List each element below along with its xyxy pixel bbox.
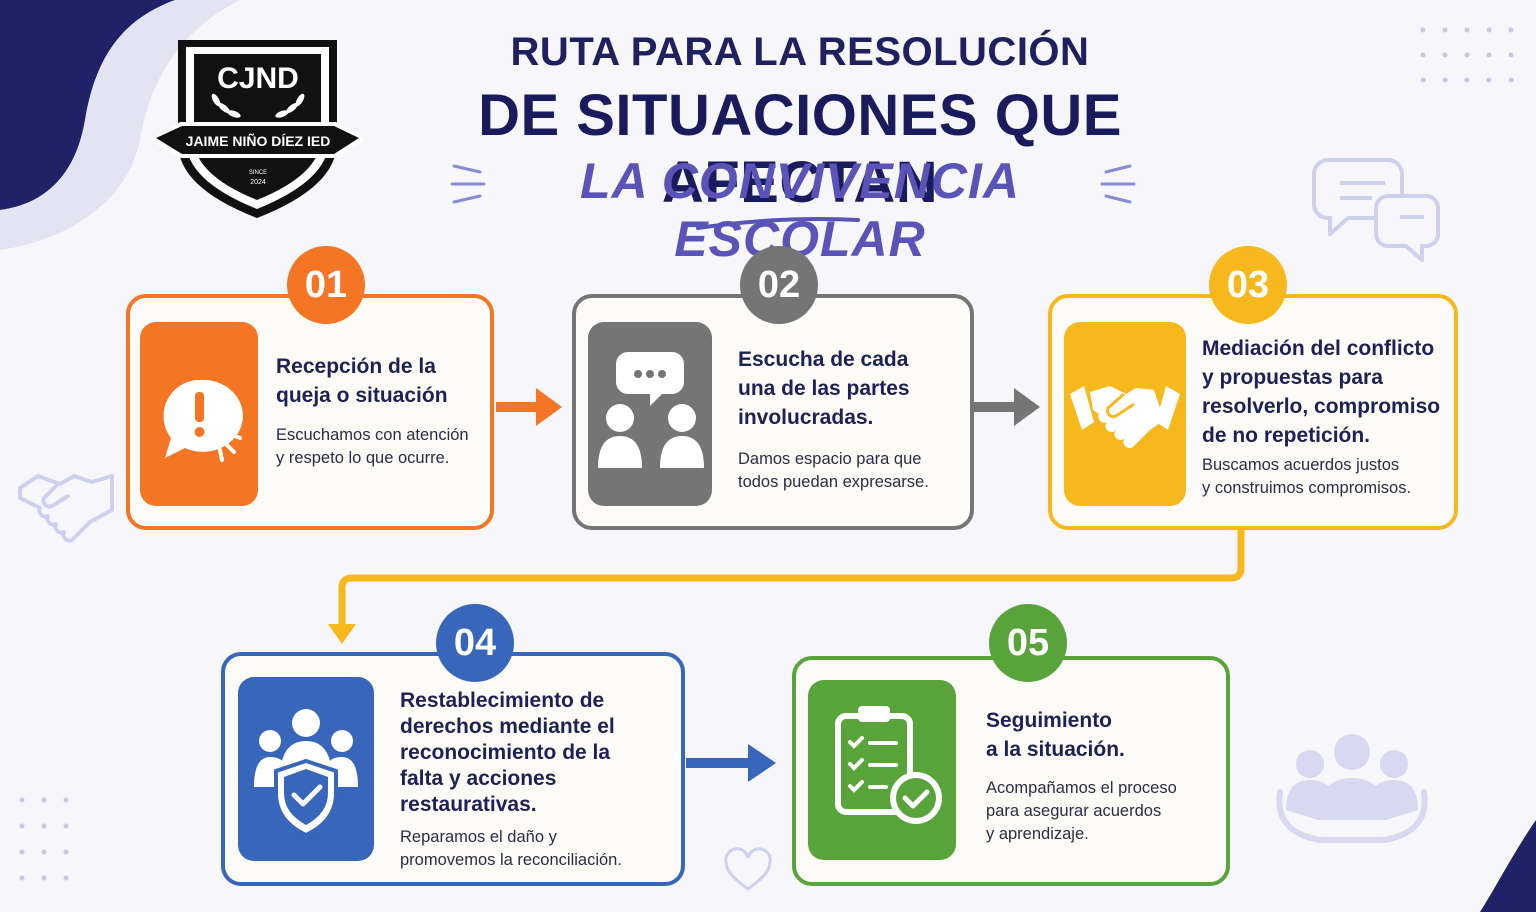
description-line: para asegurar acuerdos	[986, 802, 1162, 820]
heading-line: Escucha de cada	[738, 348, 909, 371]
description-line: promovemos la reconciliación.	[400, 851, 622, 869]
heading-line: Recepción de la	[276, 355, 436, 378]
step-number: 04	[453, 622, 497, 664]
step-4-badge: 04	[436, 604, 514, 682]
step-1-heading: Recepción de la queja o situación	[276, 352, 486, 410]
title-decor-strokes	[450, 164, 1136, 230]
step-2-badge: 02	[740, 246, 818, 324]
description-line: Damos espacio para que	[738, 450, 922, 468]
group-hug-decor-icon	[1286, 734, 1418, 820]
step-3-description: Buscamos acuerdos justos y construimos c…	[1202, 454, 1450, 500]
step-3-heading: Mediación del conflicto y propuestas par…	[1202, 334, 1450, 450]
dots-bottom-left-decor	[19, 797, 69, 881]
arrow-3-4	[338, 530, 1245, 630]
heading-line: y propuestas para	[1202, 366, 1383, 389]
description-line: Reparamos el daño y	[400, 828, 557, 846]
heading-line: resolverlo, compromiso	[1202, 395, 1441, 418]
group-shield-icon	[254, 709, 358, 838]
heading-line: queja o situación	[276, 384, 448, 407]
heading-line: derechos mediante el	[400, 715, 615, 738]
step-1-description: Escuchamos con atención y respeto lo que…	[276, 424, 486, 470]
handshake-icon	[1070, 386, 1180, 449]
logo-since-label: SINCE	[249, 170, 267, 176]
description-line: Escuchamos con atención	[276, 426, 469, 444]
heading-line: falta y acciones	[400, 767, 557, 790]
description-line: Acompañamos el proceso	[986, 779, 1177, 797]
arrow-2-3	[974, 388, 1040, 426]
step-5-description: Acompañamos el proceso para asegurar acu…	[986, 777, 1222, 846]
step-number: 02	[757, 264, 801, 306]
step-5-icon-tile	[808, 680, 956, 860]
step-4-icon-tile	[238, 677, 374, 861]
description-line: Buscamos acuerdos justos	[1202, 456, 1400, 474]
description-line: y respeto lo que ocurre.	[276, 449, 450, 467]
heading-line: Mediación del conflicto	[1202, 337, 1435, 360]
heart-decor-icon	[724, 847, 772, 891]
laurel-icon	[211, 93, 305, 118]
heading-line: reconocimiento de la	[400, 741, 611, 764]
step-2-description: Damos espacio para que todos puedan expr…	[738, 448, 966, 494]
description-line: y aprendizaje.	[986, 825, 1089, 843]
heading-line: una de las partes	[738, 377, 910, 400]
heading-line: restaurativas.	[400, 793, 537, 816]
step-number: 01	[304, 264, 348, 306]
clipboard-check-icon	[835, 706, 942, 824]
step-5-badge: 05	[989, 604, 1067, 682]
step-3-badge: 03	[1209, 246, 1287, 324]
step-2-icon-tile	[588, 322, 712, 506]
description-line: y construimos compromisos.	[1202, 479, 1412, 497]
school-logo: CJND JAIME NIÑO DÍEZ IED SINCE 2024	[150, 40, 365, 218]
step-number: 03	[1226, 264, 1270, 306]
heading-line: involucradas.	[738, 406, 874, 429]
step-3-icon-tile	[1064, 322, 1186, 506]
step-4-heading: Restablecimiento de derechos mediante el…	[400, 688, 676, 818]
step-number: 05	[1006, 622, 1050, 664]
step-1-badge: 01	[287, 246, 365, 324]
dots-top-right-decor	[1420, 27, 1514, 83]
heading-line: de no repetición.	[1202, 424, 1371, 447]
title-line-1: RUTA PARA LA RESOLUCIÓN	[510, 30, 1090, 74]
heading-line: Restablecimiento de	[400, 689, 605, 712]
step-4-description: Reparamos el daño y promovemos la reconc…	[400, 826, 676, 872]
logo-since-year: 2024	[250, 179, 266, 186]
handshake-decor-icon	[18, 474, 114, 543]
step-5-heading: Seguimiento a la situación.	[986, 706, 1222, 764]
alert-speech-icon	[163, 379, 243, 462]
logo-school-name: JAIME NIÑO DÍEZ IED	[186, 132, 331, 149]
logo-acronym: CJND	[217, 62, 299, 95]
people-talking-icon	[598, 352, 704, 468]
chat-bubbles-decor-icon	[1312, 158, 1440, 262]
arrow-4-5	[686, 744, 776, 782]
step-1-icon-tile	[140, 322, 258, 506]
arrow-1-2	[496, 388, 562, 426]
heading-line: a la situación.	[986, 738, 1125, 761]
heading-line: Seguimiento	[986, 709, 1113, 732]
description-line: todos puedan expresarse.	[738, 473, 929, 491]
title-line-2: DE SITUACIONES QUE AFECTAN	[478, 83, 1122, 215]
step-2-heading: Escucha de cada una de las partes involu…	[738, 345, 966, 432]
